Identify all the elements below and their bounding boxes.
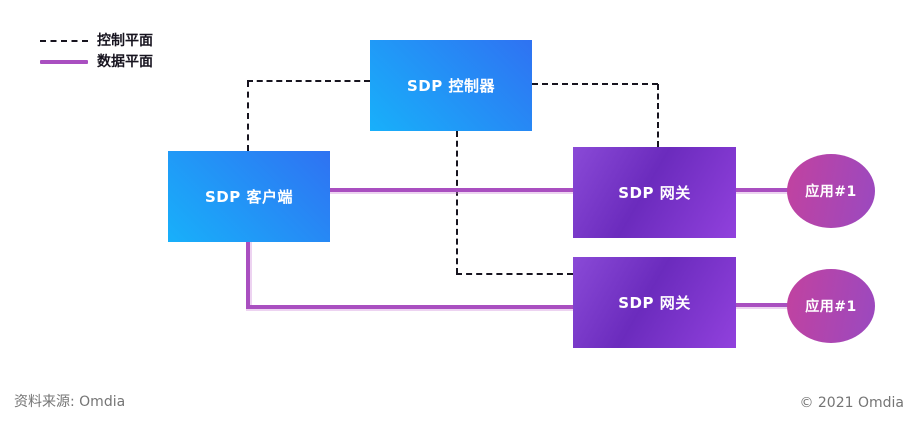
copyright-notice: © 2021 Omdia [799,395,904,411]
control-link-controller-to-gateway2-horizontal [456,273,573,275]
control-link-controller-to-gateway1-horizontal [532,83,658,85]
control-link-controller-to-gateway1-vertical [657,84,659,147]
data-link-client-to-gateway1 [330,188,573,192]
control-plane-legend-label: 控制平面 [97,33,153,49]
sdp-gateway2-node: SDP 网关 [573,257,736,348]
app1-node: 应用#1 [787,154,875,228]
control-link-client-vertical [247,81,249,151]
sdp-client-node: SDP 客户端 [168,151,330,242]
data-link-client-to-gateway2 [246,305,573,309]
control-plane-line-sample [40,40,88,42]
sdp-gateway1-label: SDP 网关 [618,184,691,202]
data-link-gateway2-to-app2 [736,303,789,307]
sdp-controller-label: SDP 控制器 [407,77,495,95]
data-plane-line-sample [40,60,88,64]
data-link-gateway1-to-app1 [736,188,789,192]
app2-label: 应用#1 [805,299,857,315]
data-plane-legend-label: 数据平面 [97,54,153,70]
control-link-controller-to-gateway2-vertical [456,131,458,274]
source-attribution: 资料来源: Omdia [14,394,126,410]
sdp-client-label: SDP 客户端 [205,188,293,206]
data-link-client-vertical [246,242,250,309]
sdp-controller-node: SDP 控制器 [370,40,532,131]
control-link-client-to-controller [247,80,370,82]
sdp-gateway2-label: SDP 网关 [618,294,691,312]
app1-label: 应用#1 [805,184,857,200]
sdp-gateway1-node: SDP 网关 [573,147,736,238]
app2-node: 应用#1 [787,269,875,343]
